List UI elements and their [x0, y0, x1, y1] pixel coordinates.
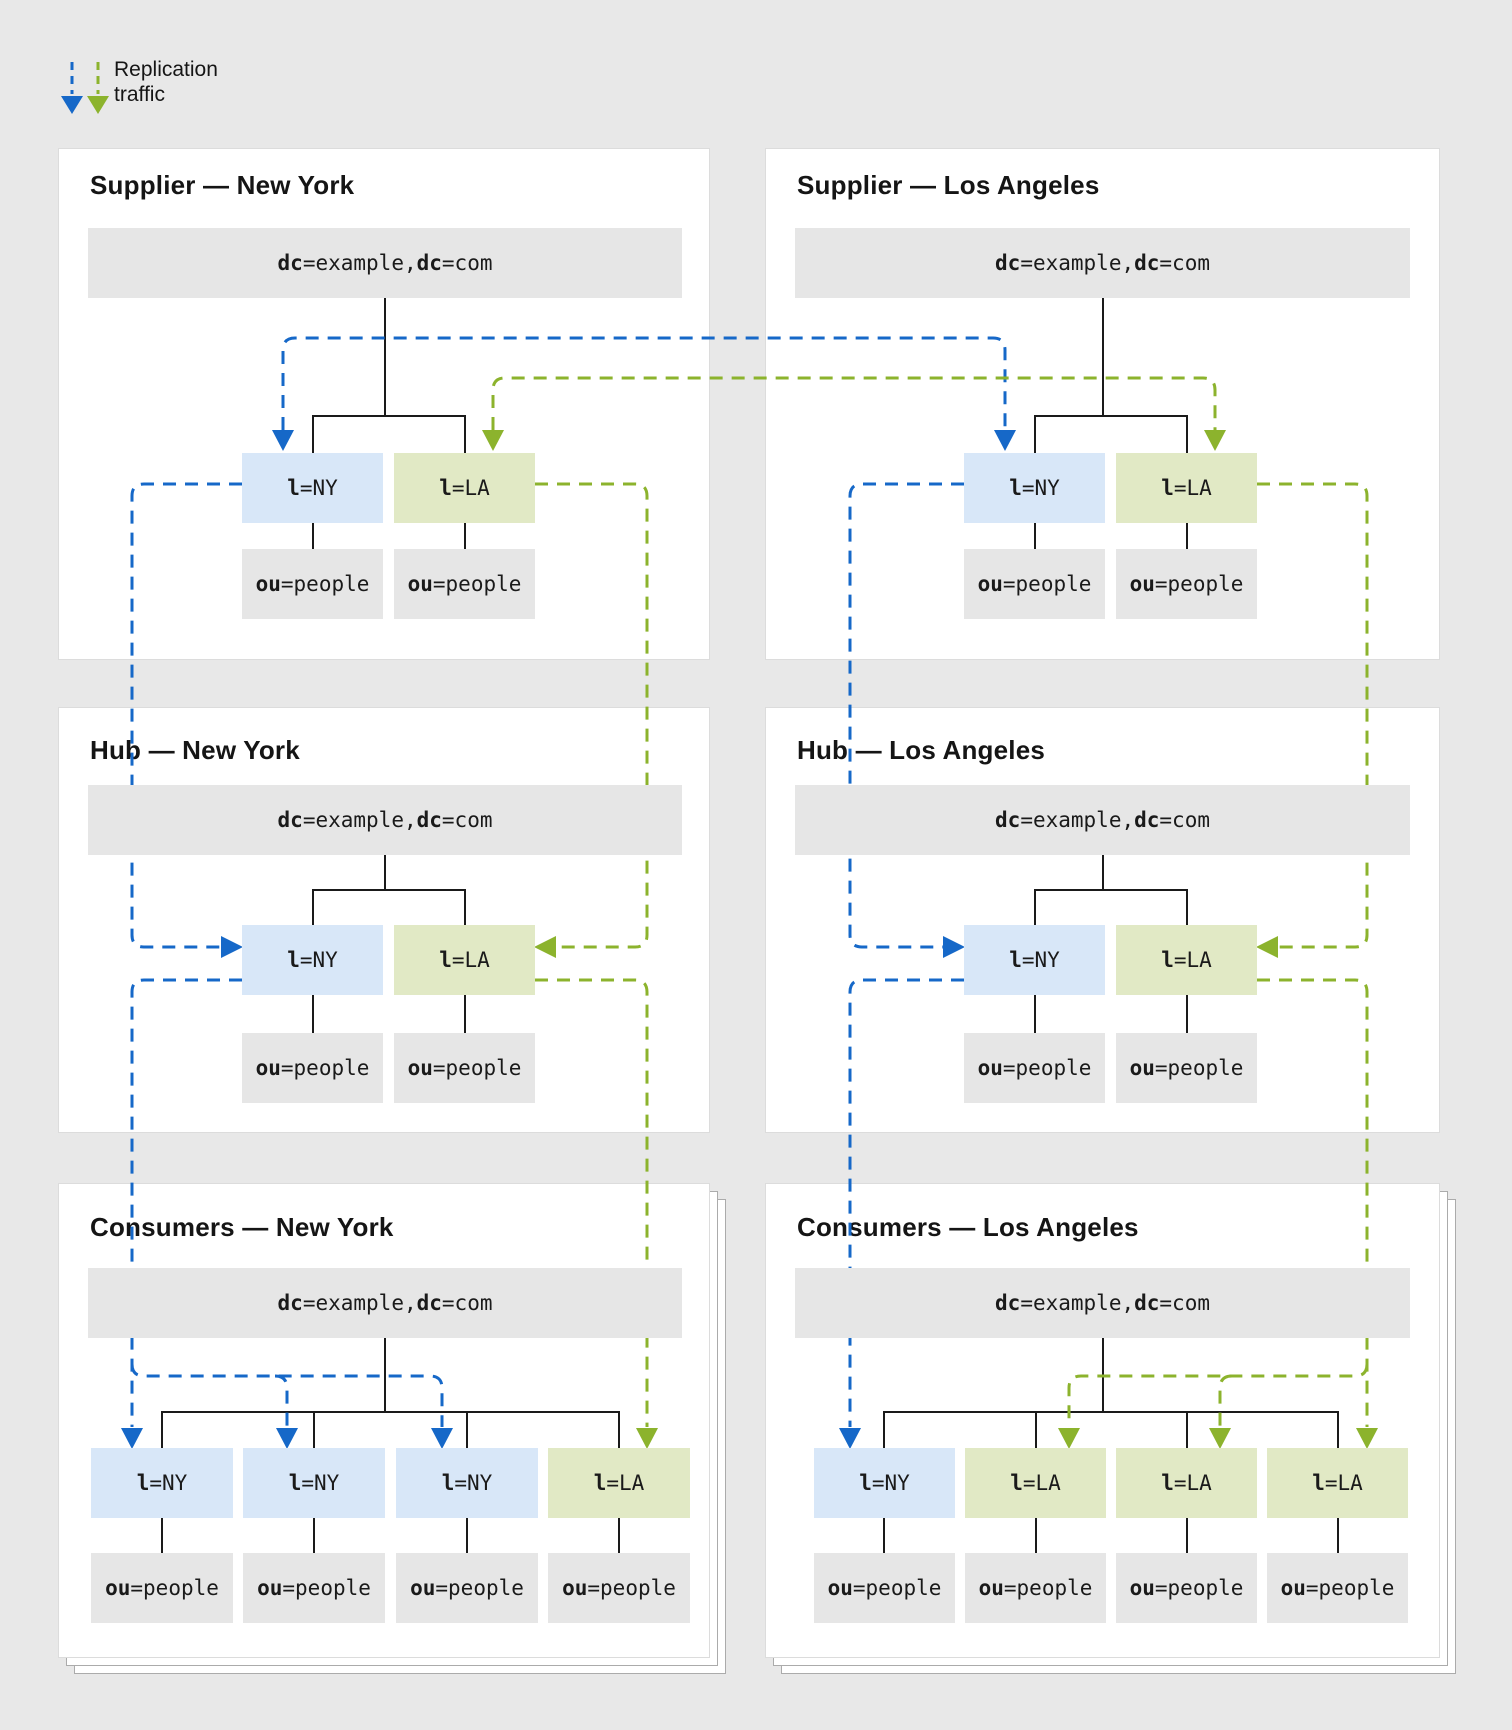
dn-ou-people: ou=people: [1116, 1553, 1257, 1623]
dn-ou-people: ou=people: [964, 1033, 1105, 1103]
dn-ou-people: ou=people: [394, 549, 535, 619]
title-supplier-la: Supplier — Los Angeles: [797, 170, 1100, 200]
dn-root: dc=example,dc=com: [795, 785, 1410, 855]
dn-root: dc=example,dc=com: [795, 228, 1410, 298]
dn-l-ny: l=NY: [396, 1448, 538, 1518]
blue-arrowhead-icon: [61, 96, 83, 114]
dn-l-la: l=LA: [394, 925, 535, 995]
dn-ou-people: ou=people: [965, 1553, 1106, 1623]
dn-root: dc=example,dc=com: [88, 785, 682, 855]
legend-label: Replication traffic: [114, 58, 218, 106]
panel-hub-ny: [58, 707, 710, 1133]
dn-ou-people: ou=people: [396, 1553, 538, 1623]
dn-l-ny: l=NY: [814, 1448, 955, 1518]
dn-ou-people: ou=people: [243, 1553, 385, 1623]
dn-l-ny: l=NY: [242, 925, 383, 995]
dn-ou-people: ou=people: [394, 1033, 535, 1103]
dn-l-la: l=LA: [1116, 453, 1257, 523]
dn-l-ny: l=NY: [964, 925, 1105, 995]
dn-ou-people: ou=people: [814, 1553, 955, 1623]
dn-root: dc=example,dc=com: [88, 1268, 682, 1338]
panel-supplier-ny: [58, 148, 710, 660]
dn-l-ny: l=NY: [243, 1448, 385, 1518]
dn-ou-people: ou=people: [964, 549, 1105, 619]
dn-ou-people: ou=people: [1267, 1553, 1408, 1623]
dn-l-ny: l=NY: [242, 453, 383, 523]
title-hub-la: Hub — Los Angeles: [797, 735, 1046, 765]
dn-l-ny: l=NY: [91, 1448, 233, 1518]
dn-ou-people: ou=people: [91, 1553, 233, 1623]
dn-ou-people: ou=people: [242, 1033, 383, 1103]
dn-ou-people: ou=people: [242, 549, 383, 619]
dn-l-la: l=LA: [1267, 1448, 1408, 1518]
dn-l-la: l=LA: [965, 1448, 1106, 1518]
dn-ou-people: ou=people: [1116, 1033, 1257, 1103]
dn-root: dc=example,dc=com: [88, 228, 682, 298]
title-supplier-ny: Supplier — New York: [90, 170, 355, 200]
dn-l-ny: l=NY: [964, 453, 1105, 523]
dn-l-la: l=LA: [548, 1448, 690, 1518]
legend-arrows: [61, 62, 109, 114]
title-consumers-la: Consumers — Los Angeles: [797, 1212, 1139, 1242]
dn-l-la: l=LA: [394, 453, 535, 523]
title-consumers-ny: Consumers — New York: [90, 1212, 394, 1242]
dn-l-la: l=LA: [1116, 925, 1257, 995]
green-arrowhead-icon: [87, 96, 109, 114]
dn-l-la: l=LA: [1116, 1448, 1257, 1518]
dn-ou-people: ou=people: [548, 1553, 690, 1623]
title-hub-ny: Hub — New York: [90, 735, 300, 765]
dn-ou-people: ou=people: [1116, 549, 1257, 619]
dn-root: dc=example,dc=com: [795, 1268, 1410, 1338]
